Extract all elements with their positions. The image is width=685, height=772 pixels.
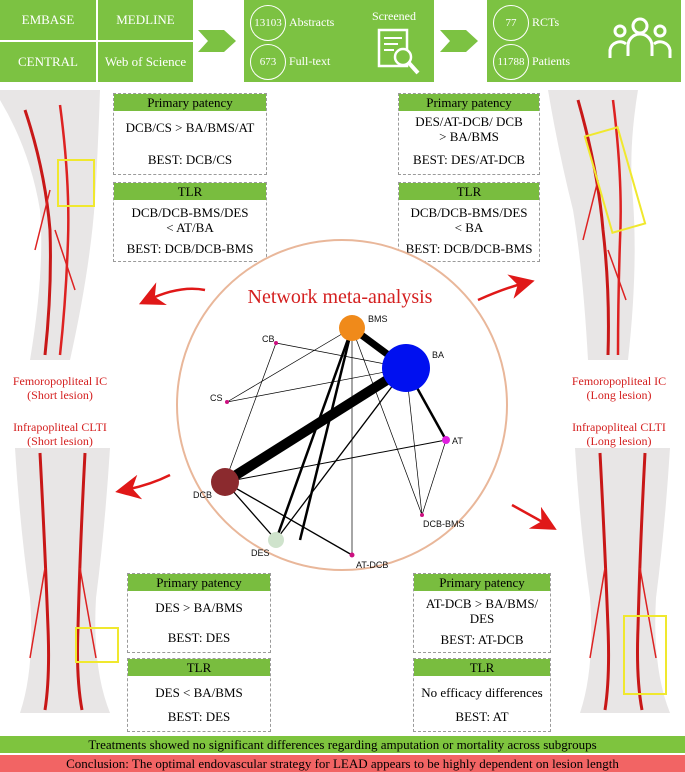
fulltext-label: Full-text — [289, 54, 331, 68]
caption-infrapopliteal-short: Infrapopliteal CLTI (Short lesion) — [13, 420, 107, 448]
included-box: 77 RCTs 11788 Patients — [487, 0, 681, 82]
node-des — [268, 532, 284, 548]
caption-femoropopliteal-short: Femoropopliteal IC (Short lesion) — [12, 374, 108, 402]
panel-header: Primary patency — [114, 94, 266, 111]
people-group-icon — [608, 17, 672, 58]
node-at-dcb — [349, 552, 355, 558]
edge-cs-bms — [226, 327, 353, 403]
edge-ba-des — [275, 367, 407, 541]
curved-arrow-icon — [511, 503, 557, 530]
panel-br-tlr: TLR No efficacy differences BEST: AT — [413, 658, 551, 732]
banner-no-differences: Treatments showed no significant differe… — [0, 736, 685, 753]
panel-header: TLR — [114, 183, 266, 200]
rcts-label: RCTs — [532, 15, 560, 29]
patients-count-circle: 11788 — [493, 44, 529, 80]
arrow-chevron-icon — [440, 30, 478, 52]
screened-label: Screened — [372, 9, 416, 23]
panel-bl-patency: Primary patency DES > BA/BMS BEST: DES — [127, 573, 271, 653]
node-bms — [339, 315, 365, 341]
curved-arrow-icon — [477, 274, 535, 302]
panel-header: TLR — [414, 659, 550, 676]
node-dcb — [211, 468, 239, 496]
edge-dcb-ba — [222, 363, 409, 487]
label-dcb: DCB — [193, 490, 212, 500]
rcts-count-circle: 77 — [493, 5, 529, 41]
edge-bms-dcbbms — [351, 327, 423, 516]
node-dcb-bms — [420, 513, 424, 517]
label-des: DES — [251, 548, 270, 558]
patients-label: Patients — [532, 54, 570, 68]
label-cs: CS — [210, 393, 223, 403]
curved-arrow-icon — [138, 282, 206, 305]
edge-dcb-atdcb — [224, 481, 353, 556]
label-dcb-bms: DCB-BMS — [423, 519, 465, 529]
node-at — [442, 436, 450, 444]
node-ba — [382, 344, 430, 392]
edge-cb-dcb — [224, 342, 277, 483]
node-cs — [225, 400, 229, 404]
panel-header: Primary patency — [399, 94, 539, 111]
panel-header: TLR — [399, 183, 539, 200]
banner-conclusion: Conclusion: The optimal endovascular str… — [0, 755, 685, 772]
fulltext-count-circle: 673 — [250, 44, 286, 80]
database-embase: EMBASE — [0, 0, 96, 40]
database-central: CENTRAL — [0, 42, 96, 82]
panel-tl-patency: Primary patency DCB/CS > BA/BMS/AT BEST:… — [113, 93, 267, 175]
edge-ba-dcbbms — [405, 367, 423, 516]
leg-anatomy-icon — [548, 90, 647, 360]
curved-arrow-icon — [115, 473, 171, 500]
panel-tl-tlr: TLR DCB/DCB-BMS/DES < AT/BA BEST: DCB/DC… — [113, 182, 267, 262]
panel-bl-tlr: TLR DES < BA/BMS BEST: DES — [127, 658, 271, 732]
label-at: AT — [452, 436, 463, 446]
screening-box: 13103 Abstracts 673 Full-text Screened — [244, 0, 434, 82]
caption-infrapopliteal-long: Infrapopliteal CLTI (Long lesion) — [572, 420, 666, 448]
edge-cs-ba — [226, 367, 407, 403]
leg-anatomy-icon — [575, 448, 670, 713]
panel-header: TLR — [128, 659, 270, 676]
edge-dcb-at — [224, 439, 447, 483]
panel-br-patency: Primary patency AT-DCB > BA/BMS/ DES BES… — [413, 573, 551, 653]
panel-tr-patency: Primary patency DES/AT-DCB/ DCB > BA/BMS… — [398, 93, 540, 175]
edge-bms-des-2 — [298, 327, 354, 541]
label-ba: BA — [432, 350, 444, 360]
leg-anatomy-icon — [15, 448, 119, 713]
leg-anatomy-icon — [0, 90, 100, 360]
label-at-dcb: AT-DCB — [356, 560, 388, 570]
panel-header: Primary patency — [128, 574, 270, 591]
database-web-of-science: Web of Science — [98, 42, 193, 82]
document-search-icon — [377, 28, 420, 75]
edge-bms-des — [274, 327, 354, 541]
arrow-chevron-icon — [198, 30, 236, 52]
node-cb — [274, 341, 278, 345]
database-medline: MEDLINE — [98, 0, 193, 40]
edge-at-dcbbms — [421, 439, 447, 516]
caption-femoropopliteal-long: Femoropopliteal IC (Long lesion) — [571, 374, 667, 402]
abstracts-label: Abstracts — [289, 15, 335, 29]
panel-tr-tlr: TLR DCB/DCB-BMS/DES < BA BEST: DCB/DCB-B… — [398, 182, 540, 262]
network-title: Network meta-analysis — [248, 286, 433, 308]
label-cb: CB — [262, 334, 275, 344]
label-bms: BMS — [368, 314, 388, 324]
panel-header: Primary patency — [414, 574, 550, 591]
abstracts-count-circle: 13103 — [250, 5, 286, 41]
